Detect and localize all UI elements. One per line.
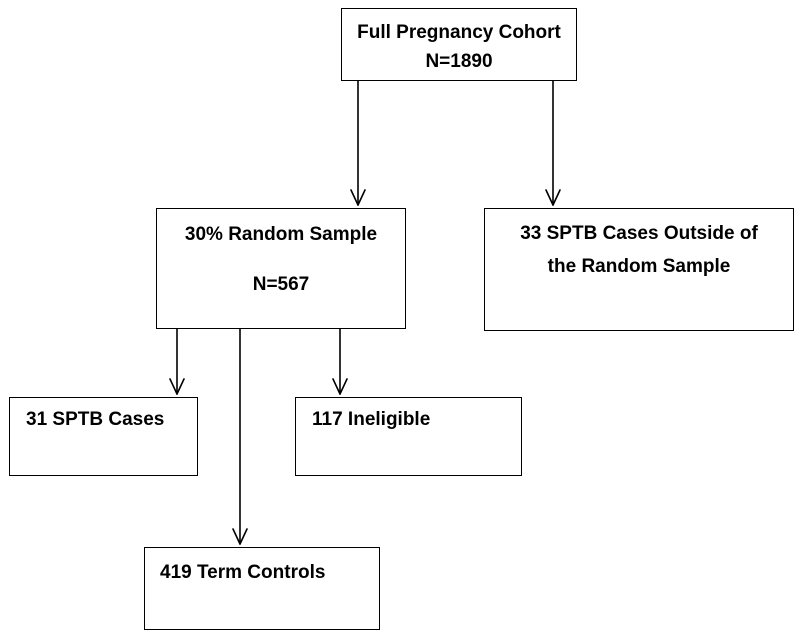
arrow-full-cohort-to-random-sample (350, 75, 366, 206)
node-full-pregnancy-cohort-count: N=1890 (425, 51, 493, 72)
node-outside-cases-line-2: the Random Sample (547, 256, 731, 277)
node-random-sample: 30% Random Sample N=567 (156, 208, 406, 329)
node-full-pregnancy-cohort: Full Pregnancy Cohort N=1890 (341, 8, 577, 81)
node-term-controls: 419 Term Controls (144, 547, 380, 630)
arrow-random-sample-to-term-controls (232, 328, 248, 545)
node-term-controls-label: 419 Term Controls (160, 562, 326, 583)
node-random-sample-title: 30% Random Sample (184, 224, 378, 245)
node-random-sample-count: N=567 (252, 274, 310, 295)
arrow-random-sample-to-sptb-cases (169, 328, 185, 395)
node-sptb-cases-outside-random-sample: 33 SPTB Cases Outside of the Random Samp… (484, 208, 794, 331)
node-sptb-cases: 31 SPTB Cases (9, 397, 198, 476)
arrow-full-cohort-to-outside-cases (545, 75, 561, 206)
node-ineligible: 117 Ineligible (295, 397, 522, 476)
node-full-pregnancy-cohort-title: Full Pregnancy Cohort (357, 22, 561, 43)
node-ineligible-label: 117 Ineligible (312, 409, 431, 430)
node-sptb-cases-label: 31 SPTB Cases (26, 409, 165, 430)
arrow-random-sample-to-ineligible (332, 328, 348, 395)
node-outside-cases-line-1: 33 SPTB Cases Outside of (520, 223, 758, 244)
